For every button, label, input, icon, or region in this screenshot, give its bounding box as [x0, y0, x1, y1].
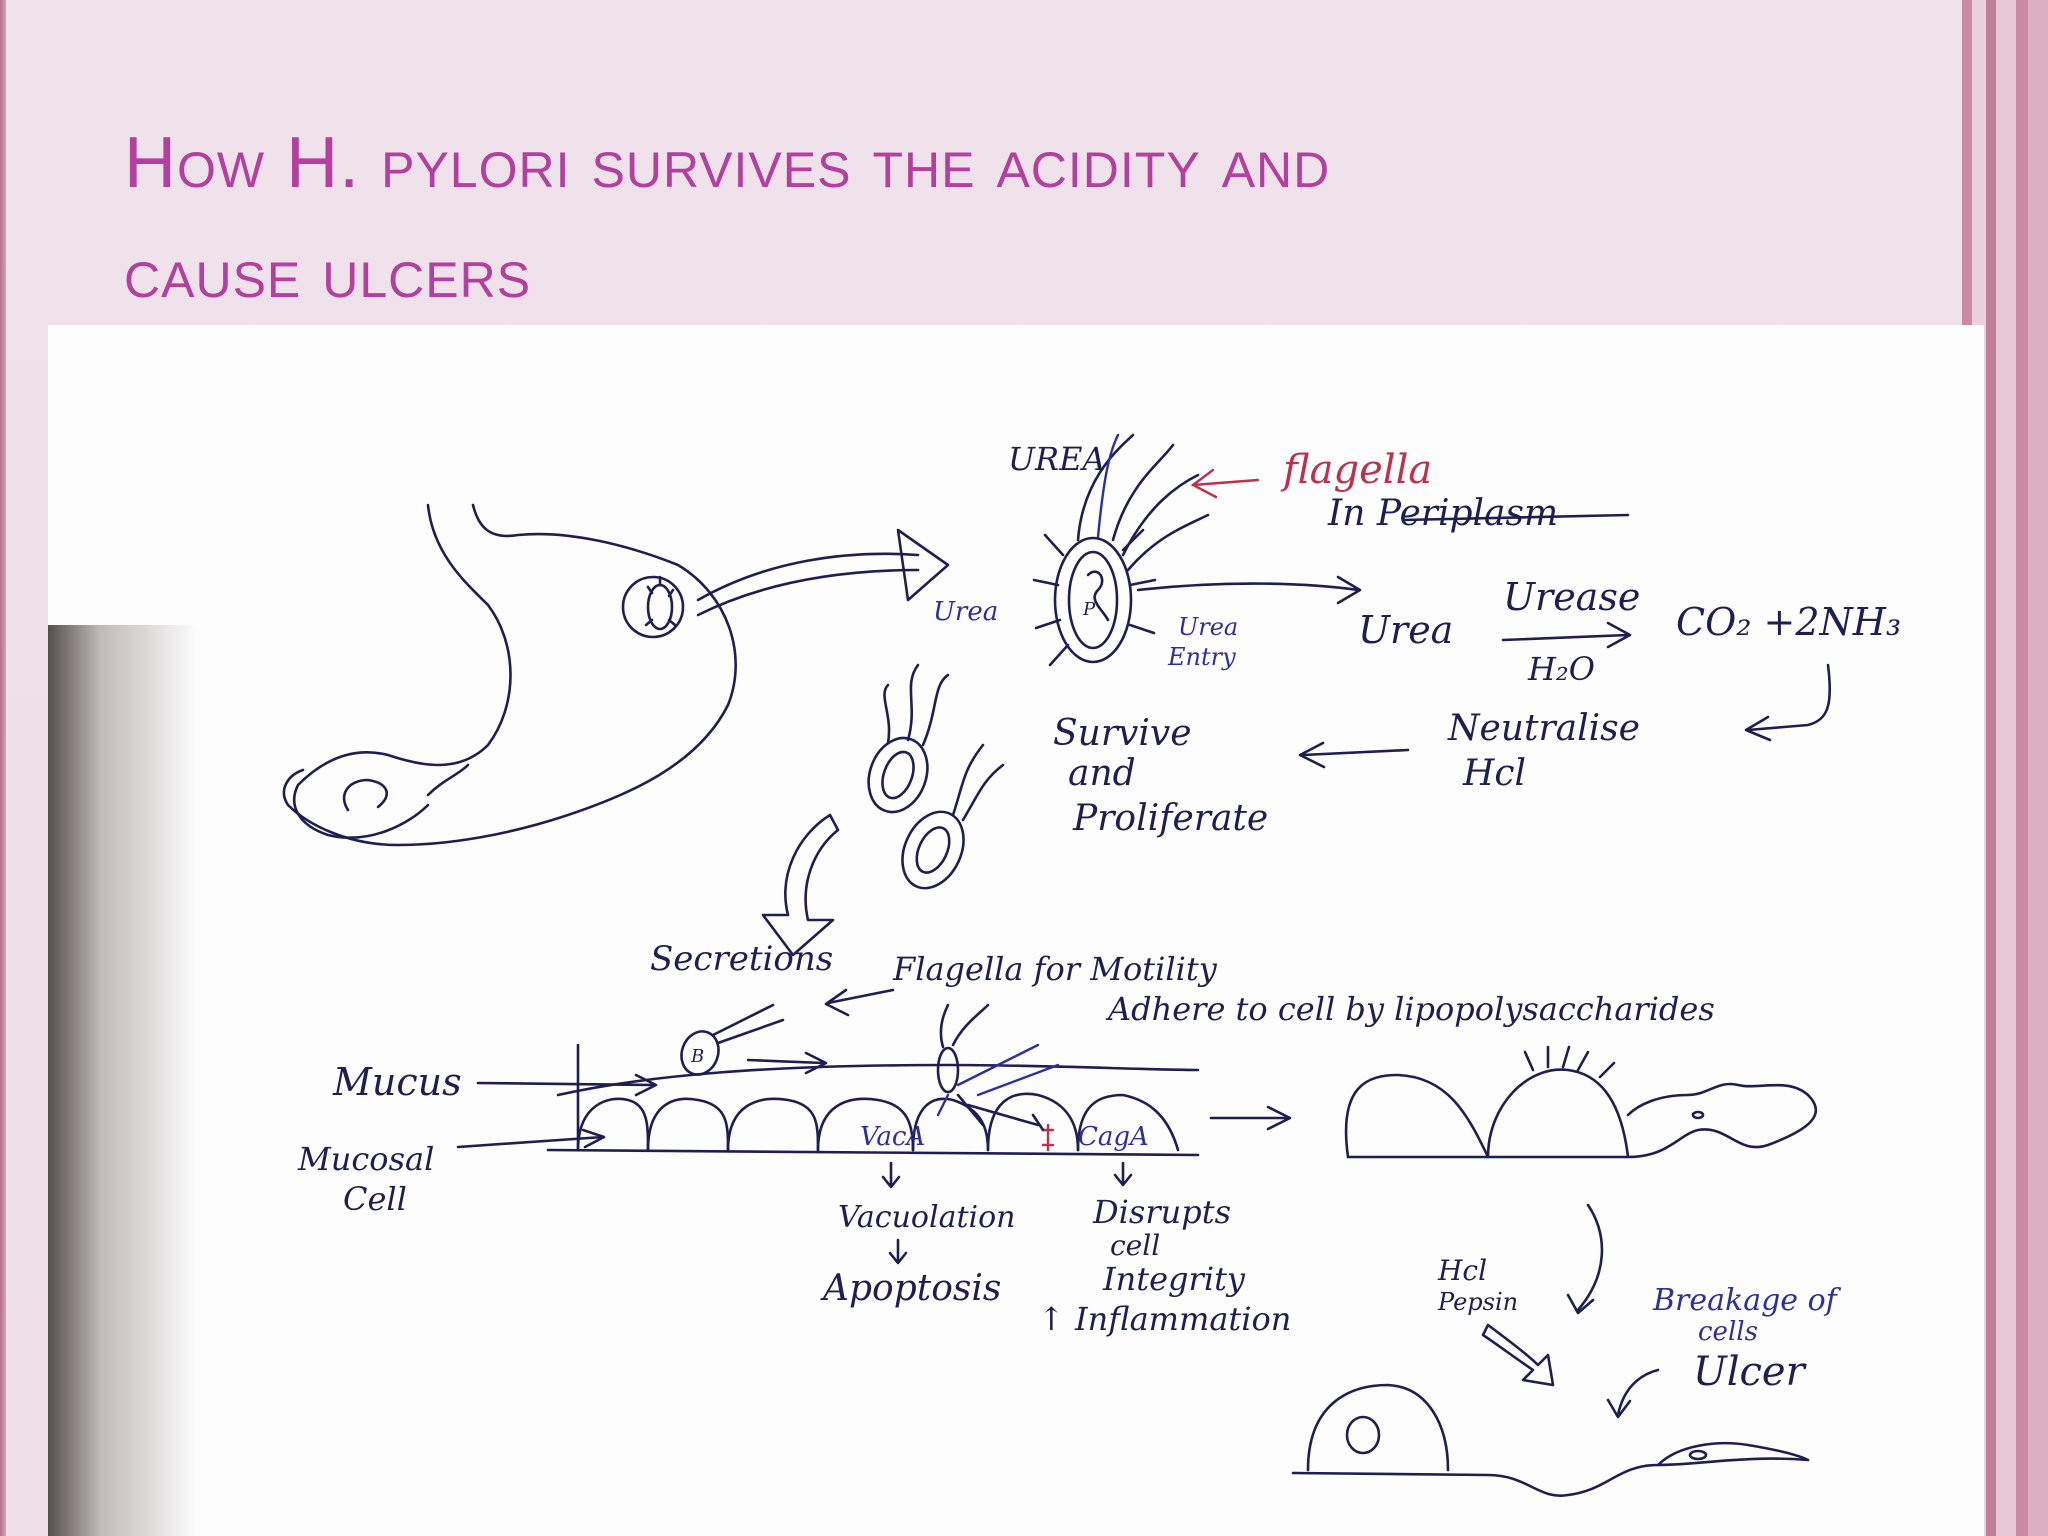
slide-left-border	[0, 0, 6, 1536]
label-vaca: VacA	[860, 1122, 925, 1152]
arrow-down-to-ulcer	[1566, 1203, 1604, 1315]
label-disrupts-1: Disrupts	[1092, 1193, 1231, 1231]
ulcer-drawing	[1291, 1383, 1810, 1497]
label-disrupts-3: Integrity	[1102, 1260, 1246, 1298]
title-line-2: cause ulcers	[124, 233, 532, 313]
label-survive-2: and	[1068, 753, 1136, 794]
arrow-to-neutralise	[1744, 663, 1832, 742]
label-adhere: Adhere to cell by lipopolysaccharides	[1105, 990, 1715, 1028]
label-mucosal-1: Mucosal	[297, 1140, 434, 1178]
hcl-pepsin-arrow	[1481, 1323, 1555, 1387]
label-hcl-pepsin-2: Pepsin	[1437, 1288, 1518, 1316]
label-urea-top: UREA	[1008, 440, 1106, 478]
bacterium-adhering	[936, 1003, 1060, 1132]
handwritten-diagram-photo: UREA flagella In Periplasm Urea Urea Ent…	[48, 325, 1984, 1536]
label-urea-entry-1: Urea	[1178, 613, 1238, 641]
label-hcl-pepsin-1: Hcl	[1437, 1254, 1487, 1287]
label-breakage-1: Breakage of	[1652, 1283, 1842, 1318]
arrow-to-damaged-cells	[1209, 1105, 1292, 1131]
label-mucosal-2: Cell	[343, 1180, 407, 1218]
arrow-to-reaction	[1136, 575, 1362, 605]
vacuolation-down-arrow	[888, 1238, 908, 1265]
vaca-down-arrow	[881, 1161, 901, 1189]
label-ulcer: Ulcer	[1693, 1349, 1808, 1395]
label-flagella: flagella	[1280, 447, 1432, 493]
label-survive-3: Proliferate	[1072, 798, 1268, 839]
urease-reaction-arrow	[1501, 621, 1632, 649]
bacterium-in-mucus	[680, 1003, 828, 1076]
mucosal-cell-pointer-arrow	[456, 1128, 606, 1149]
label-neutralise-1: Neutralise	[1447, 708, 1640, 749]
label-flagella-motility: Flagella for Motility	[892, 950, 1218, 988]
diagram-drawing: UREA flagella In Periplasm Urea Urea Ent…	[282, 433, 1901, 1497]
flagella-pointer-arrow	[824, 988, 895, 1017]
label-reaction-products: CO₂ +2NH₃	[1676, 600, 1901, 644]
photo-edge-shadow	[48, 625, 198, 1536]
damaged-cells-drawing	[1344, 1045, 1818, 1315]
label-neutralise-2: Hcl	[1462, 753, 1526, 794]
label-caga: CagA	[1078, 1122, 1149, 1152]
label-reaction-urease: Urease	[1503, 575, 1640, 619]
label-bacteria-letters: P	[1082, 599, 1096, 620]
bacterium-with-flagella	[1032, 433, 1260, 667]
proliferating-bacteria	[867, 663, 1005, 890]
label-apoptosis: Apoptosis	[820, 1268, 1001, 1309]
mucus-pointer-arrow	[476, 1073, 658, 1097]
curved-down-arrow	[761, 813, 840, 957]
slide-title: How H. pylori survives the acidity and c…	[124, 108, 1904, 328]
periplasm-underline	[1401, 513, 1630, 522]
stomach-drawing	[282, 503, 737, 847]
arrow-to-survive	[1298, 741, 1410, 769]
label-in-periplasm: In Periplasm	[1327, 493, 1558, 534]
label-disrupts-2: cell	[1110, 1229, 1160, 1262]
label-survive-1: Survive	[1053, 713, 1192, 754]
label-urea-left: Urea	[933, 597, 998, 627]
label-secretions: Secretions	[650, 939, 833, 979]
caga-down-arrow	[1113, 1161, 1133, 1187]
label-mucus: Mucus	[332, 1060, 462, 1104]
label-urea-entry-2: Entry	[1167, 643, 1236, 671]
mucosal-cell-layer	[546, 1043, 1200, 1157]
label-breakage-2: cells	[1698, 1317, 1758, 1347]
title-line-1: How H. pylori survives the acidity and	[124, 123, 1331, 203]
label-inflammation: ↑ Inflammation	[1038, 1300, 1291, 1338]
label-reaction-h2o: H₂O	[1527, 650, 1595, 688]
label-reaction-urea: Urea	[1358, 608, 1453, 652]
label-b-marker: B	[690, 1046, 704, 1067]
label-vacuolation: Vacuolation	[838, 1200, 1016, 1235]
arrow-to-bacterium	[696, 528, 950, 617]
breakage-pointer-arrow	[1606, 1368, 1660, 1419]
